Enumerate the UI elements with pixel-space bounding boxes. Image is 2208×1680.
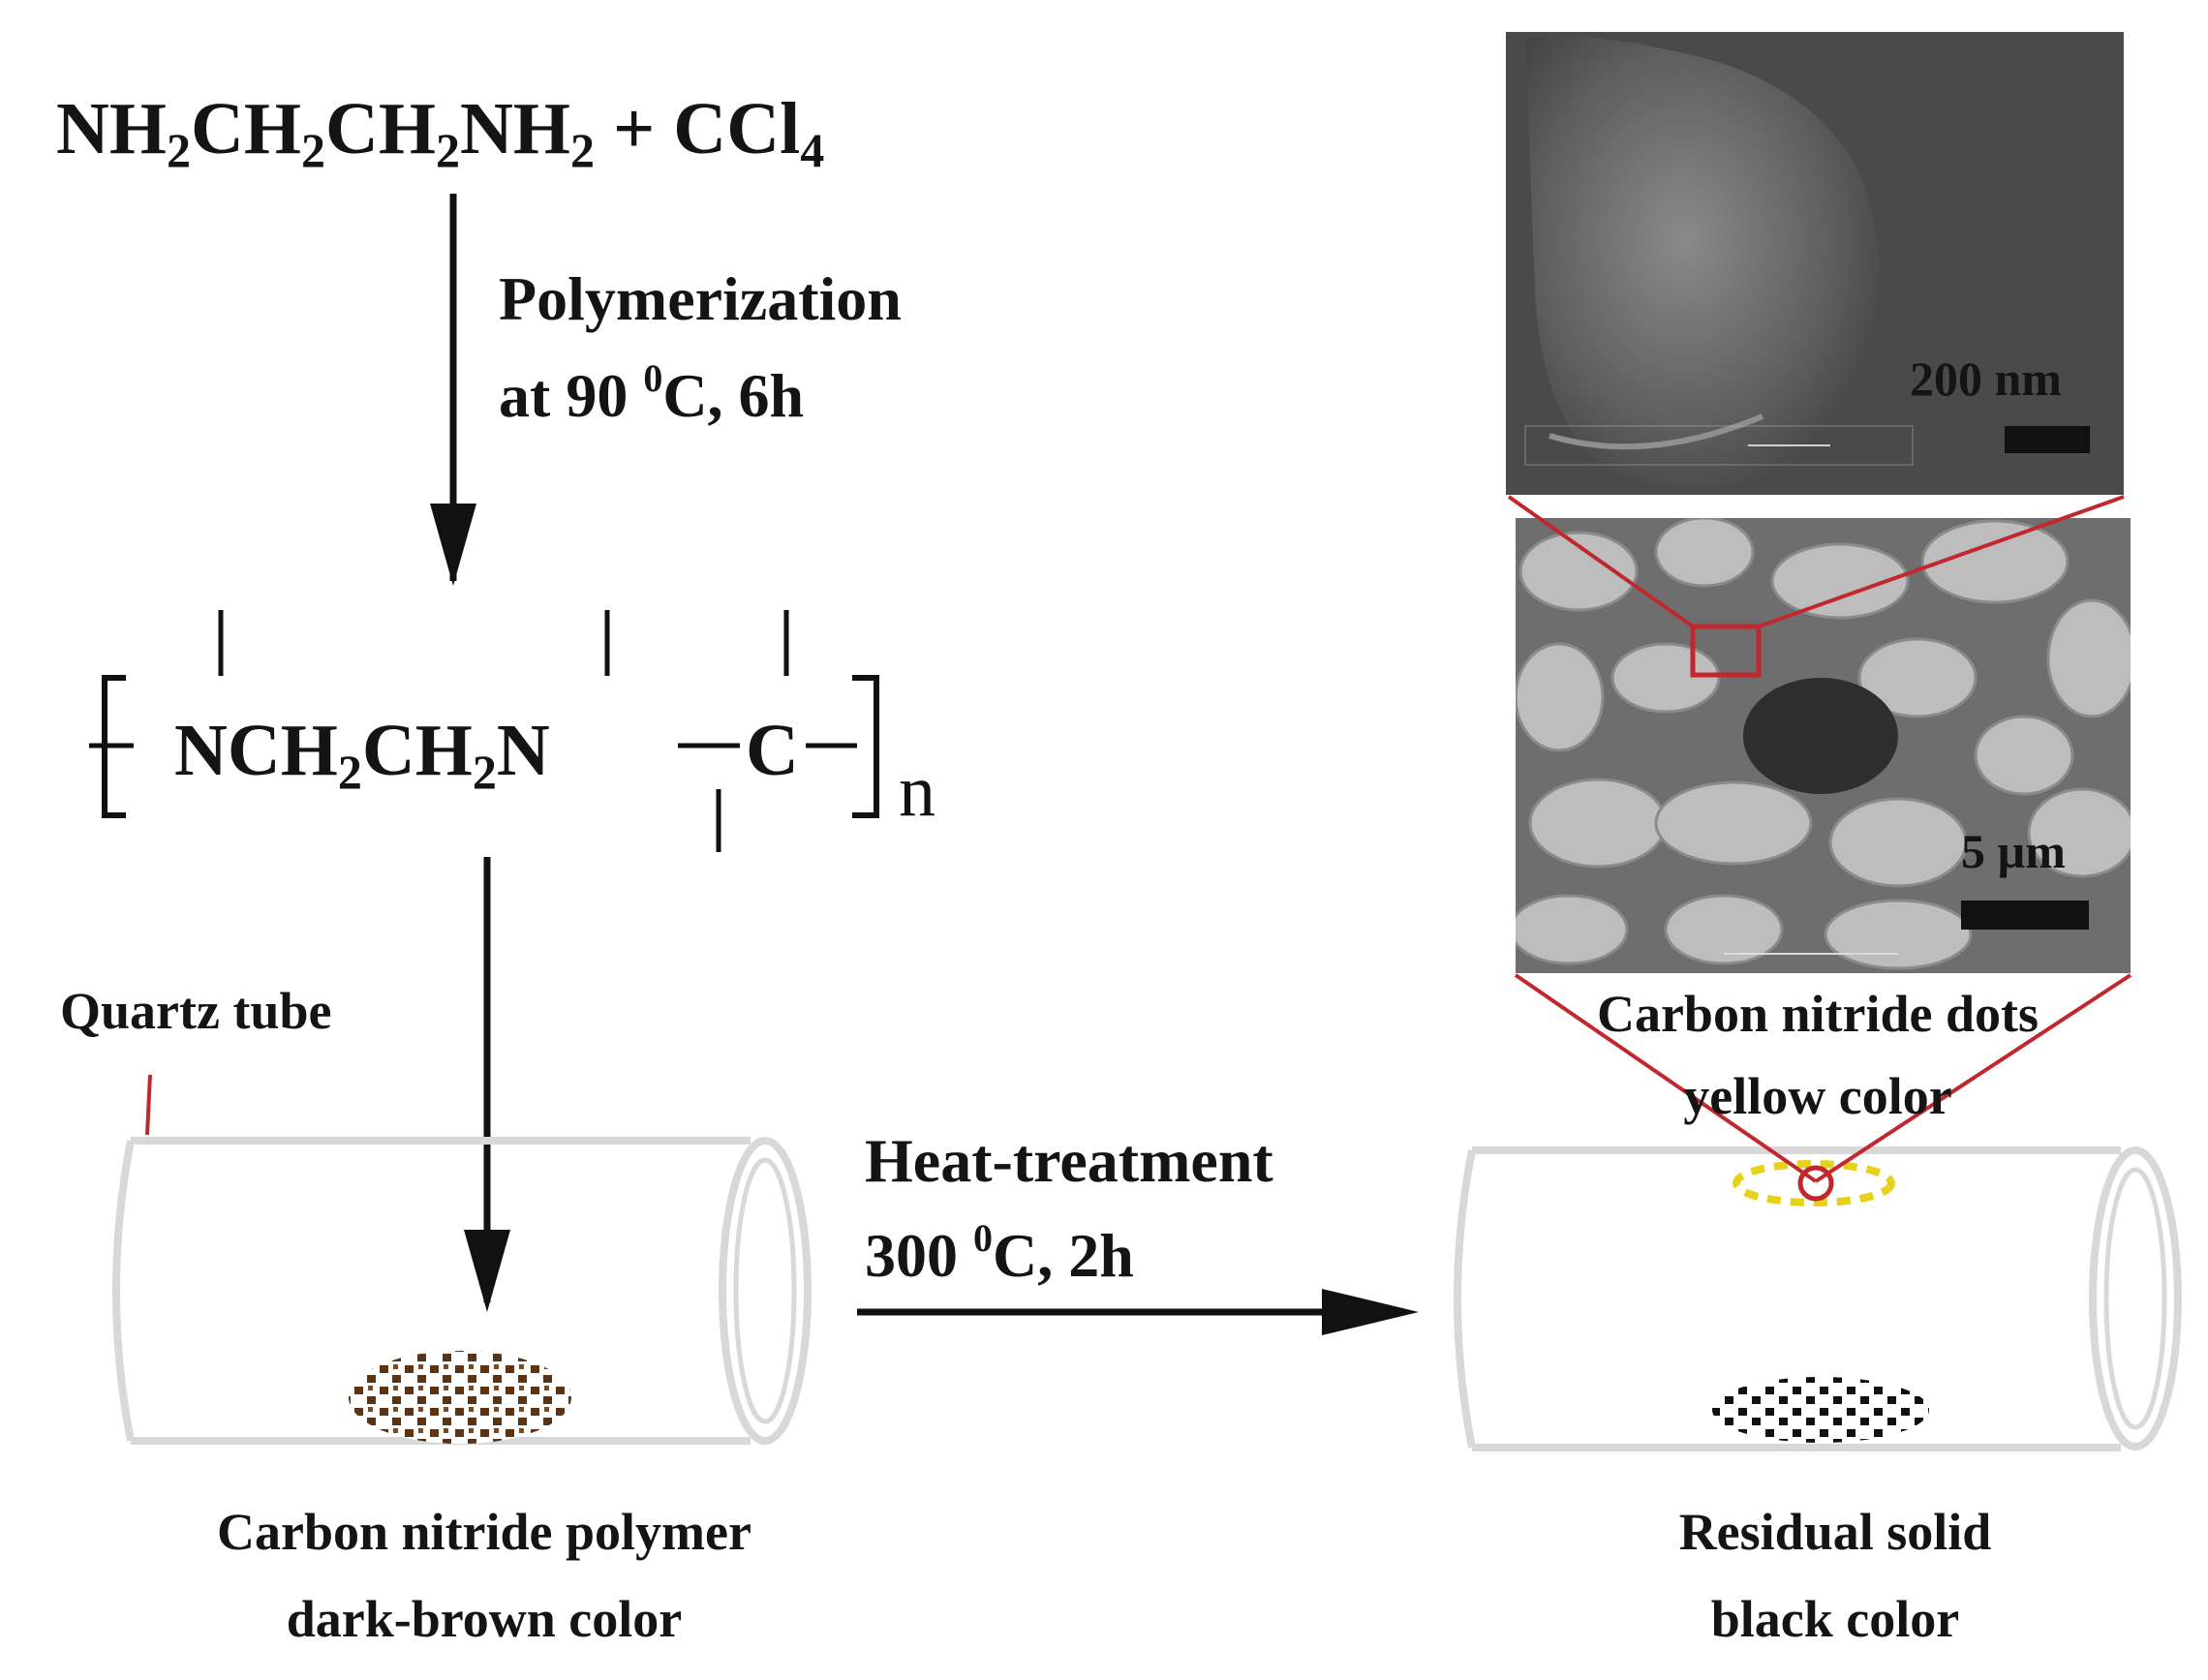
left-product-line2: dark-brown color	[287, 1590, 683, 1648]
sem-bottom-scale-bar	[1961, 901, 2089, 930]
yellow-dots-deposit	[1733, 1160, 1895, 1207]
sem-bottom-scale-label: 5 µm	[1961, 824, 2066, 878]
reactants-formula: NH2CH2CH2NH2 + CCl4	[56, 88, 824, 177]
sem-top-image	[1506, 32, 2124, 495]
repeat-index: n	[899, 750, 935, 832]
sem-top-scale-bar	[2005, 426, 2090, 453]
quartz-pointer	[145, 1074, 152, 1136]
heat-arrowhead	[1322, 1289, 1419, 1335]
tube-arrowhead	[464, 1230, 510, 1312]
black-residue-sample	[1712, 1377, 1929, 1443]
step2-conditions: 300 0C, 2h	[865, 1216, 1134, 1290]
dots-label-line2: yellow color	[1683, 1067, 1951, 1125]
step1-label: Polymerization	[499, 264, 902, 333]
right-bracket	[852, 675, 879, 818]
quartz-tube-label: Quartz tube	[60, 982, 331, 1040]
step2-label: Heat-treatment	[865, 1126, 1273, 1195]
sem-bottom-image	[1516, 518, 2131, 973]
sem-top-scale-label: 200 nm	[1910, 351, 2062, 406]
zoom-callout	[1507, 495, 2132, 1202]
polymer-formula: NCH2CH2N	[174, 710, 550, 799]
residue-line2: black color	[1711, 1590, 1959, 1648]
right-quartz-tube	[1454, 1146, 2182, 1451]
residue-line1: Residual solid	[1679, 1503, 1992, 1561]
polymer-carbon: C	[746, 710, 799, 791]
polymerization-arrowhead	[430, 504, 476, 586]
step1-conditions: at 90 0C, 6h	[499, 356, 804, 430]
dots-label-line1: Carbon nitride dots	[1597, 985, 2039, 1043]
brown-polymer-sample	[349, 1351, 571, 1444]
polymer-structure: NCH2CH2N C n	[89, 610, 935, 852]
left-product-line1: Carbon nitride polymer	[217, 1503, 751, 1561]
